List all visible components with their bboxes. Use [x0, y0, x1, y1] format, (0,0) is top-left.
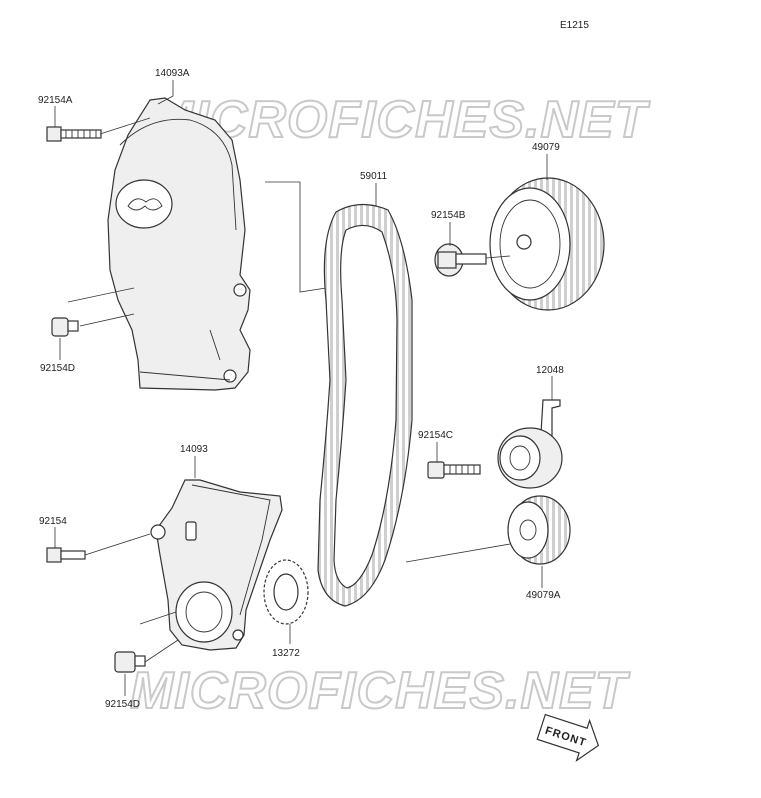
watermark-top: MICROFICHES.NET [150, 91, 651, 149]
label-59011: 59011 [360, 171, 388, 182]
part-labels: 14093A 92154A 92154D 59011 92154B 49079 … [38, 68, 564, 710]
leader-lines-lower [54, 456, 291, 696]
leader-lines-right [375, 154, 553, 588]
crank-pulley-49079a[interactable] [507, 495, 571, 565]
timing-belt[interactable] [317, 203, 413, 607]
front-arrow: FRONT [536, 713, 600, 763]
label-92154d-upper: 92154D [40, 363, 75, 374]
cam-pulley-49079[interactable] [489, 177, 605, 311]
diagram-code: E1215 [560, 20, 589, 31]
washer-13272[interactable] [263, 559, 309, 625]
label-92154b: 92154B [431, 210, 466, 221]
label-92154: 92154 [39, 516, 67, 527]
label-92154a: 92154A [38, 95, 73, 106]
logo-icon [127, 198, 163, 211]
plug-92154d-lower[interactable] [114, 651, 146, 673]
label-14093a: 14093A [155, 68, 190, 79]
plug-92154d-upper[interactable] [51, 317, 79, 337]
front-arrow-icon [536, 713, 600, 763]
upper-timing-cover[interactable] [107, 97, 251, 391]
tensioner-12048[interactable] [497, 399, 563, 489]
bolt-92154[interactable] [46, 547, 86, 563]
watermark-bottom: MICROFICHES.NET [130, 662, 631, 720]
label-92154c: 92154C [418, 430, 453, 441]
label-49079a: 49079A [526, 590, 561, 601]
bolt-92154b[interactable] [434, 243, 511, 277]
label-13272: 13272 [272, 648, 300, 659]
label-92154d-lower: 92154D [105, 699, 140, 710]
bolt-92154c[interactable] [427, 461, 481, 479]
label-49079: 49079 [532, 142, 560, 153]
lower-timing-cover[interactable] [150, 479, 283, 651]
bolt-92154a[interactable] [46, 126, 102, 142]
label-12048: 12048 [536, 365, 564, 376]
label-14093: 14093 [180, 444, 208, 455]
